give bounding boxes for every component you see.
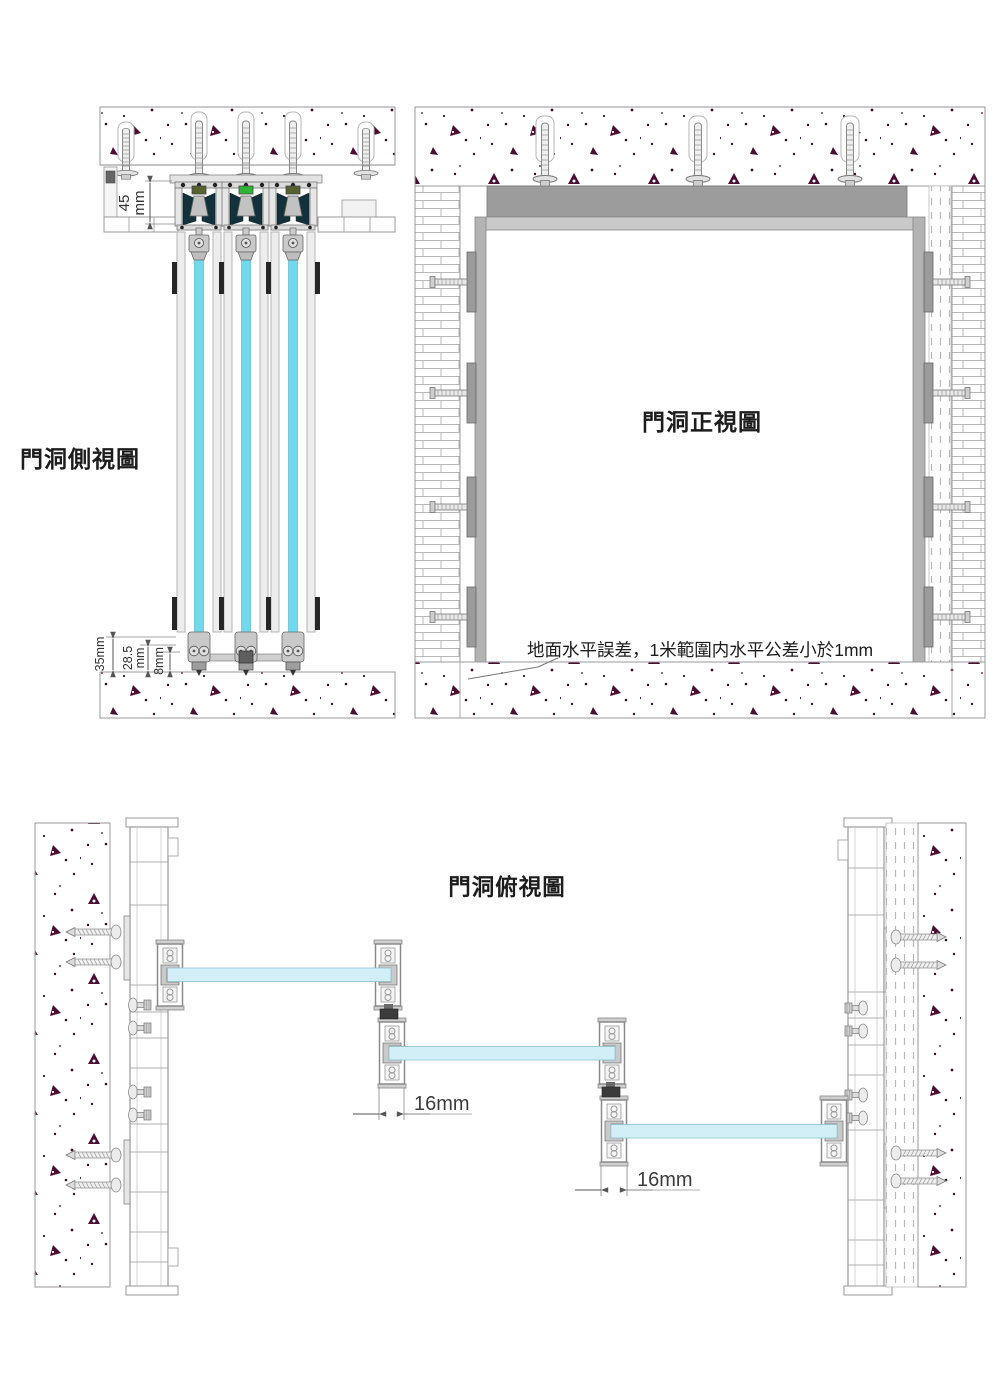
glass-panels-edge-view [172, 227, 320, 651]
glass-edge [241, 259, 251, 651]
right-brick-wall [951, 185, 986, 663]
panel-interlock [384, 1004, 393, 1010]
panel-interlock [601, 1086, 621, 1098]
right-frame-profile [837, 817, 893, 1296]
dim-45-value: 45 [116, 195, 133, 212]
glass-panel-2 [388, 1046, 616, 1061]
dim-28-unit: mm [133, 648, 147, 669]
glass-edge [288, 259, 298, 651]
bottom-guides [187, 631, 305, 677]
right-frame-column [912, 216, 926, 663]
dim-35mm: 35mm [93, 637, 107, 672]
dim-8mm: 8mm [152, 647, 166, 675]
dim-45-unit: mm [131, 191, 148, 216]
panel-interlock [606, 1082, 615, 1088]
right-concrete-wall [917, 822, 967, 1288]
panel-interlock [379, 1008, 399, 1020]
glass-panel-3 [610, 1124, 838, 1139]
roller-cap [285, 185, 301, 195]
side-view-title: 門洞側視圖 [20, 446, 140, 472]
floor-note-leader [467, 657, 559, 680]
dimension-floor-gaps: 35mm 28.5 mm 8mm [93, 631, 180, 678]
ceiling-anchor-bolts [532, 115, 863, 187]
top-track [485, 216, 914, 231]
glass-panel-1 [167, 967, 392, 982]
roller-cap [191, 185, 207, 195]
dimension-offset-1: 16mm [353, 1088, 472, 1120]
front-view-title: 門洞正視圖 [642, 409, 762, 435]
track-assembly [103, 166, 396, 235]
floor-concrete-slab [99, 671, 396, 719]
left-brick-wall [414, 185, 461, 663]
roller-cap-green [238, 185, 254, 195]
glass-panels-plan-view [155, 939, 849, 1167]
header-beam [486, 185, 908, 218]
left-frame-profile [123, 817, 179, 1296]
dimension-offset-2: 16mm [575, 1166, 700, 1196]
dim-16mm-1: 16mm [414, 1093, 470, 1115]
dim-16mm-2: 16mm [637, 1169, 693, 1191]
top-view: 16mm 16mm 門洞俯視圖 [34, 817, 967, 1296]
top-view-title: 門洞俯視圖 [448, 874, 566, 900]
front-view: 地面水平誤差，1米範圍内水平公差小於1mm 門洞正視圖 [414, 106, 986, 719]
ceiling-anchor-bolts [113, 111, 379, 185]
dimension-track-height: 45 mm [116, 175, 176, 230]
glass-edge [194, 259, 204, 651]
floor-concrete-slab [414, 661, 986, 719]
side-view: 45 mm 35mm 28.5 mm 8mm 門洞側視圖 [20, 106, 396, 719]
left-frame-column [474, 216, 487, 663]
right-wall-plaster-layer [885, 822, 919, 1288]
floor-tolerance-note: 地面水平誤差，1米範圍内水平公差小於1mm [527, 640, 873, 660]
left-concrete-wall [34, 822, 111, 1288]
dim-28-value: 28.5 [121, 646, 135, 670]
